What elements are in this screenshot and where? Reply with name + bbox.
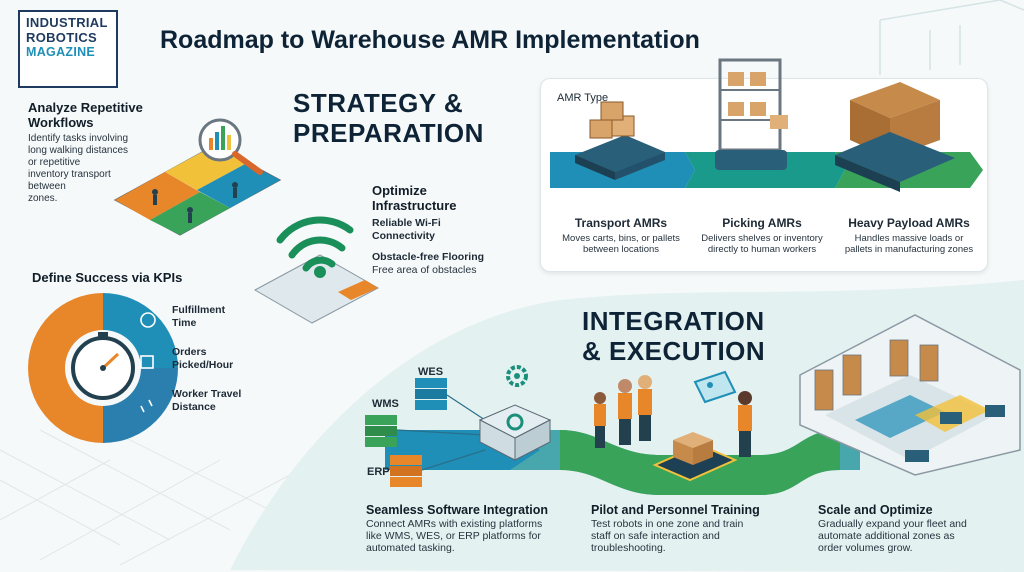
flooring-desc: Free area of obstacles	[372, 264, 477, 276]
amr-desc-line: Handles massive loads or	[854, 233, 964, 244]
timer-icon	[140, 312, 156, 328]
kpi-item-line-2: Distance	[172, 401, 216, 413]
magnifier-icon	[198, 118, 263, 175]
logo-line-1: INDUSTRIAL	[26, 15, 108, 30]
worker-figure-icon	[594, 375, 752, 457]
infra-title-line-2: Infrastructure	[372, 198, 457, 213]
footsteps-icon	[140, 399, 153, 413]
kpi-orders: Orders Picked/Hour	[172, 346, 233, 372]
strategy-heading: STRATEGY & PREPARATION	[293, 88, 484, 148]
worker-figure-icon	[152, 182, 238, 223]
wifi-icon	[276, 216, 354, 272]
amr-type-label: AMR Type	[557, 92, 609, 104]
step-desc-line: automate additional zones as	[818, 530, 955, 542]
amr-desc-line: between locations	[582, 244, 660, 255]
software-integration-illustration	[365, 365, 552, 487]
step-desc-line: troubleshooting.	[591, 542, 666, 554]
strategy-heading-line-2: PREPARATION	[293, 118, 484, 148]
wes-label: WES	[418, 366, 444, 378]
warehouse-scale-illustration	[799, 314, 1021, 476]
logo-line-3: MAGAZINE	[26, 45, 96, 59]
amr-transport-name: Transport AMRs	[574, 216, 668, 230]
step-desc-line: Connect AMRs with existing platforms	[366, 518, 543, 530]
pilot-training-illustration	[594, 370, 752, 482]
step-title: Scale and Optimize	[818, 503, 933, 517]
stopwatch-icon	[71, 332, 135, 400]
kpi-item-line-1: Orders	[172, 346, 207, 358]
gear-icon	[506, 365, 528, 387]
amr-picking-desc: Delivers shelves or inventory directly t…	[687, 233, 837, 255]
wifi-label-line-2: Connectivity	[372, 230, 436, 242]
analyze-title-line-2: Workflows	[28, 115, 94, 130]
amr-illustrations	[550, 58, 983, 192]
step-desc-line: Gradually expand your fleet and	[818, 518, 967, 530]
magazine-logo: INDUSTRIAL ROBOTICS MAGAZINE	[18, 10, 118, 88]
picking-amr-icon	[715, 58, 788, 170]
integration-heading: INTEGRATION & EXECUTION	[582, 306, 765, 366]
step-software-integration: Seamless Software Integration Connect AM…	[366, 503, 586, 554]
transport-amr-icon	[575, 101, 665, 180]
analyze-title-line-1: Analyze Repetitive	[28, 100, 143, 115]
analyze-desc-line: or repetitive	[28, 157, 81, 168]
erp-label: ERP	[367, 466, 390, 478]
wms-label: WMS	[372, 398, 399, 410]
kpi-travel: Worker Travel Distance	[172, 388, 241, 414]
box-icon	[140, 355, 154, 369]
step-desc-line: like WMS, WES, or ERP platforms for	[366, 530, 541, 542]
server-stack-icon	[365, 378, 447, 487]
amr-picking-name: Picking AMRs	[722, 216, 802, 230]
analyze-desc-line: inventory transport	[28, 169, 111, 180]
flooring-title: Obstacle-free Flooring	[372, 251, 485, 263]
amr-desc-line: Moves carts, bins, or pallets	[562, 233, 680, 244]
kpi-fulfillment: Fulfillment Time	[172, 304, 225, 330]
infrastructure-block: Optimize Infrastructure Reliable Wi-Fi C…	[372, 183, 522, 276]
kpi-item-line-2: Time	[172, 317, 197, 329]
integration-heading-line-2: & EXECUTION	[582, 336, 766, 366]
infra-title-line-1: Optimize	[372, 183, 427, 198]
kpi-item-line-1: Worker Travel	[172, 388, 242, 400]
amr-desc-line: pallets in manufacturing zones	[844, 244, 974, 255]
amr-heavy-desc: Handles massive loads or pallets in manu…	[834, 233, 984, 255]
amr-transport-desc: Moves carts, bins, or pallets between lo…	[546, 233, 696, 255]
integration-heading-line-1: INTEGRATION	[582, 306, 765, 336]
analyze-desc-line: zones.	[28, 193, 58, 204]
hub-device-icon	[478, 404, 552, 461]
amr-heavy-name: Heavy Payload AMRs	[848, 216, 970, 230]
step-desc-line: order volumes grow.	[818, 542, 913, 554]
heavy-payload-amr-icon	[835, 82, 955, 192]
step-pilot-training: Pilot and Personnel Training Test robots…	[591, 503, 791, 554]
kpi-item-line-2: Picked/Hour	[172, 359, 234, 371]
analyze-desc-line: long walking distances	[28, 145, 129, 156]
analyze-desc-line: between	[28, 181, 66, 192]
analyze-workflows-block: Analyze Repetitive Workflows Identify ta…	[28, 100, 173, 205]
kpi-title: Define Success via KPIs	[32, 270, 183, 285]
analyze-desc-line: Identify tasks involving	[28, 133, 129, 144]
step-desc-line: staff on safe interaction and	[591, 530, 720, 542]
step-title: Seamless Software Integration	[366, 503, 549, 517]
forklift-amr-icon	[905, 405, 1005, 462]
wifi-label-line-1: Reliable Wi-Fi	[372, 217, 441, 229]
kpi-item-line-1: Fulfillment	[172, 304, 226, 316]
step-desc-line: automated tasking.	[366, 542, 455, 554]
tablet-screen-icon	[693, 370, 737, 404]
page-title: Roadmap to Warehouse AMR Implementation	[160, 26, 700, 54]
step-title: Pilot and Personnel Training	[591, 503, 760, 517]
strategy-heading-line-1: STRATEGY &	[293, 88, 464, 118]
wifi-floor-illustration	[253, 216, 380, 324]
logo-line-2: ROBOTICS	[26, 30, 98, 45]
workflow-floor-map-illustration	[113, 118, 282, 236]
step-scale-optimize: Scale and Optimize Gradually expand your…	[818, 503, 1013, 554]
amr-desc-line: Delivers shelves or inventory	[701, 233, 823, 244]
shelving-rack-icon	[814, 339, 939, 411]
kpi-donut-chart	[28, 293, 178, 443]
package-box-icon	[673, 432, 713, 465]
amr-desc-line: directly to human workers	[707, 244, 817, 255]
step-desc-line: Test robots in one zone and train	[591, 518, 744, 530]
